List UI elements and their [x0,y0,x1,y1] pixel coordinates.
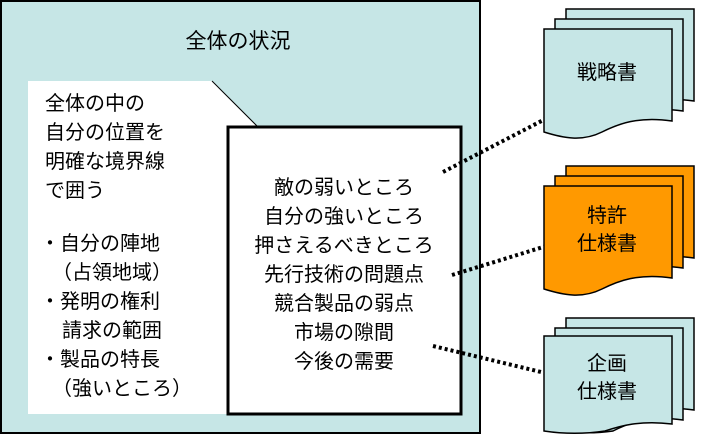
bullet-line: （強いところ） [52,376,192,400]
bullet-mark: ・ [40,289,60,313]
doc-sheet [543,335,673,434]
left-note-line: で囲う [45,178,105,202]
center-box-text: 敵の弱いところ 自分の強いところ 押さえるべきところ 先行技術の問題点 競合製品… [254,175,433,373]
connector-strategy [442,98,583,174]
center-line: 今後の需要 [294,349,394,373]
patent-spec-doc-stack: 特許 仕様書 [543,165,695,296]
left-note-line: 自分の位置を [45,120,165,144]
callout-pointer-line [211,80,259,128]
patent-spec-doc-label: 特許 [587,203,627,227]
plan-spec-doc-label: 企画 [587,351,627,375]
plan-spec-doc-label: 仕様書 [577,379,637,403]
strategy-doc-label: 戦略書 [577,60,637,84]
bullet-mark: ・ [40,347,60,371]
bullet-line: （占領地域） [52,260,172,284]
center-line: 自分の強いところ [264,204,424,228]
center-box [226,125,463,416]
strategy-doc-stack: 戦略書 [543,8,695,139]
left-note: 全体の中の 自分の位置を 明確な境界線 で囲う [45,91,165,202]
bullet-line: 発明の権利 [60,289,160,313]
center-line: 押さえるべきところ [254,233,433,257]
bullet-list: ・ 自分の陣地 （占領地域） ・ 発明の権利 請求の範囲 ・ 製品の特長 （強い… [40,231,192,400]
center-line: 市場の隙間 [294,320,394,344]
bullet-line: 請求の範囲 [62,318,162,342]
center-line: 先行技術の問題点 [264,262,424,286]
left-note-line: 明確な境界線 [45,149,165,173]
left-note-line: 全体の中の [45,91,145,115]
connector-plan [432,344,567,380]
overall-title: 全体の状況 [186,29,291,53]
patent-spec-doc-label: 仕様書 [577,231,637,255]
center-line: 競合製品の弱点 [274,291,414,315]
doc-sheet [543,28,673,139]
left-note-callout [28,81,258,414]
bullet-mark: ・ [40,231,60,255]
plan-spec-doc-stack: 企画 仕様書 [543,317,695,434]
center-line: 敵の弱いところ [274,175,414,199]
doc-sheet [543,185,673,296]
bullet-line: 製品の特長 [60,347,160,371]
connector-patent [451,238,567,277]
bullet-line: 自分の陣地 [60,231,160,255]
